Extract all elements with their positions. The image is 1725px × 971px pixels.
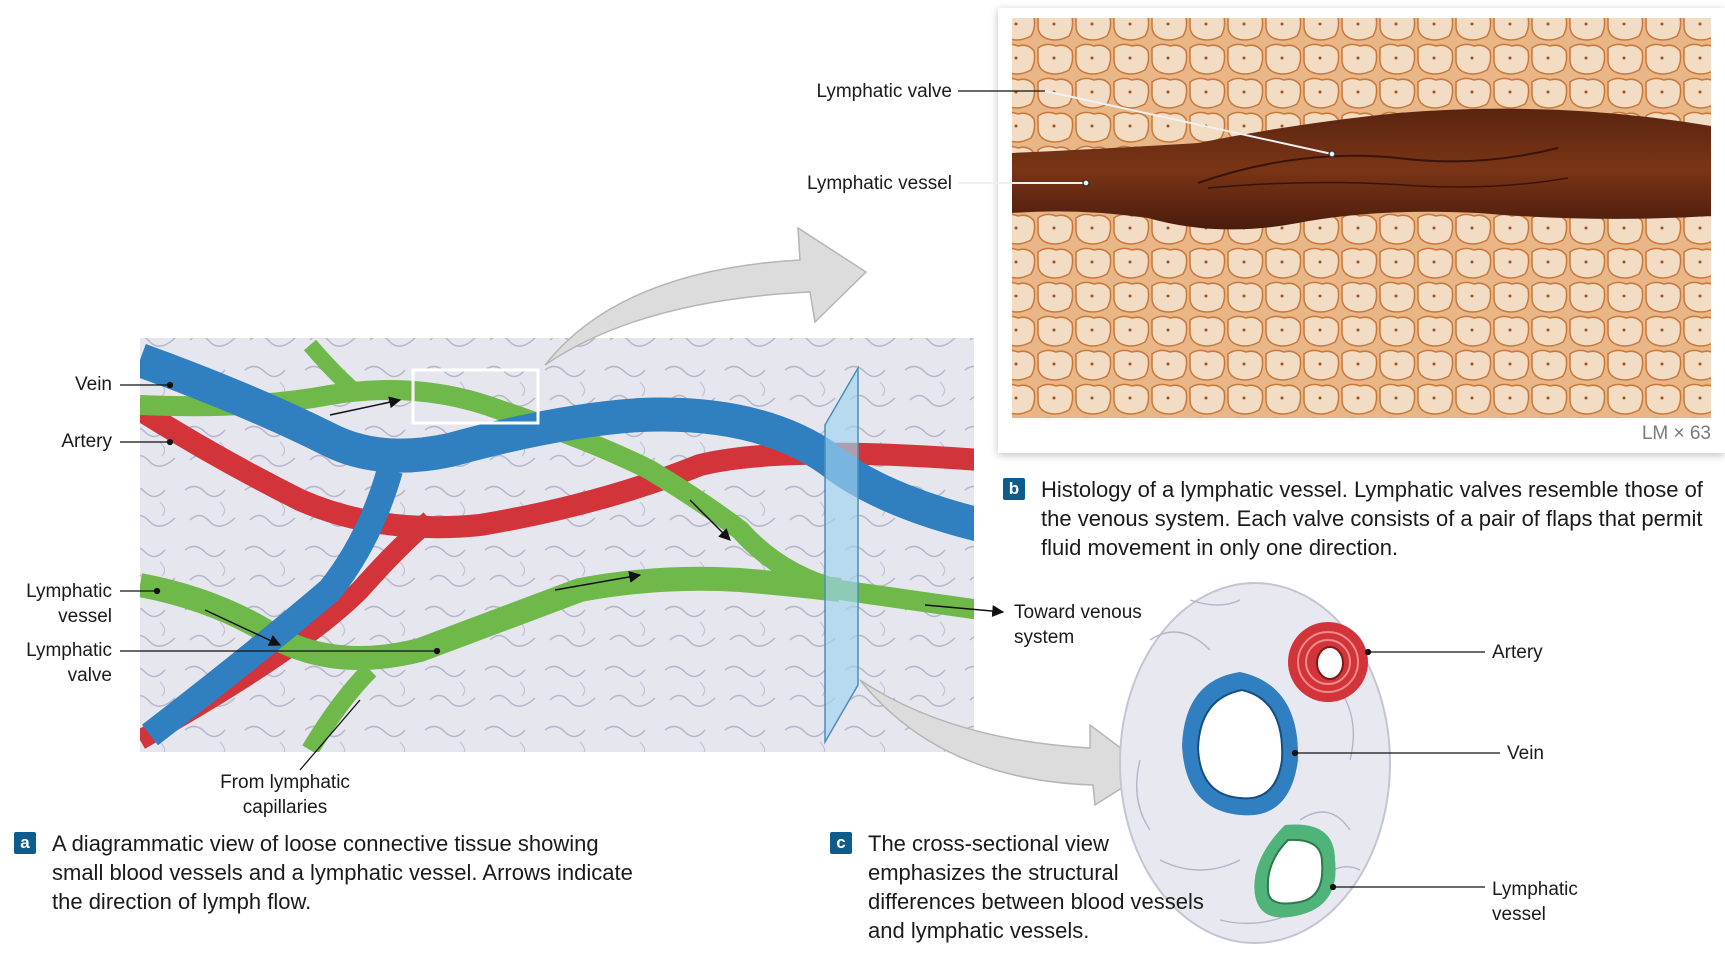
caption-b: b Histology of a lymphatic vessel. Lymph… xyxy=(1003,475,1703,562)
caption-a-text: A diagrammatic view of loose connective … xyxy=(14,829,654,916)
label-toward-venous: Toward venous system xyxy=(1014,600,1174,650)
label-from-capillaries: From lymphatic capillaries xyxy=(205,770,365,820)
label-lymphatic-vessel-c: Lymphatic vessel xyxy=(1492,877,1602,927)
label-lymphatic-vessel-b: Lymphatic vessel xyxy=(740,171,952,196)
label-artery-a: Artery xyxy=(20,429,112,454)
label-lymphatic-valve-a: Lymphatic valve xyxy=(8,638,112,688)
caption-c-text: The cross-sectional view emphasizes the … xyxy=(830,829,1210,945)
caption-b-text: Histology of a lymphatic vessel. Lymphat… xyxy=(1003,475,1703,562)
label-vein-a: Vein xyxy=(20,372,112,397)
caption-c: c The cross-sectional view emphasizes th… xyxy=(830,829,1210,945)
label-artery-c: Artery xyxy=(1492,640,1543,665)
badge-c: c xyxy=(830,832,852,854)
label-lymphatic-vessel-a: Lymphatic vessel xyxy=(8,579,112,629)
label-vein-c: Vein xyxy=(1507,741,1544,766)
caption-a: a A diagrammatic view of loose connectiv… xyxy=(14,829,654,916)
label-lymphatic-valve-b: Lymphatic valve xyxy=(740,79,952,104)
badge-a: a xyxy=(14,832,36,854)
badge-b: b xyxy=(1003,478,1025,500)
cross-section-plane xyxy=(825,368,858,742)
